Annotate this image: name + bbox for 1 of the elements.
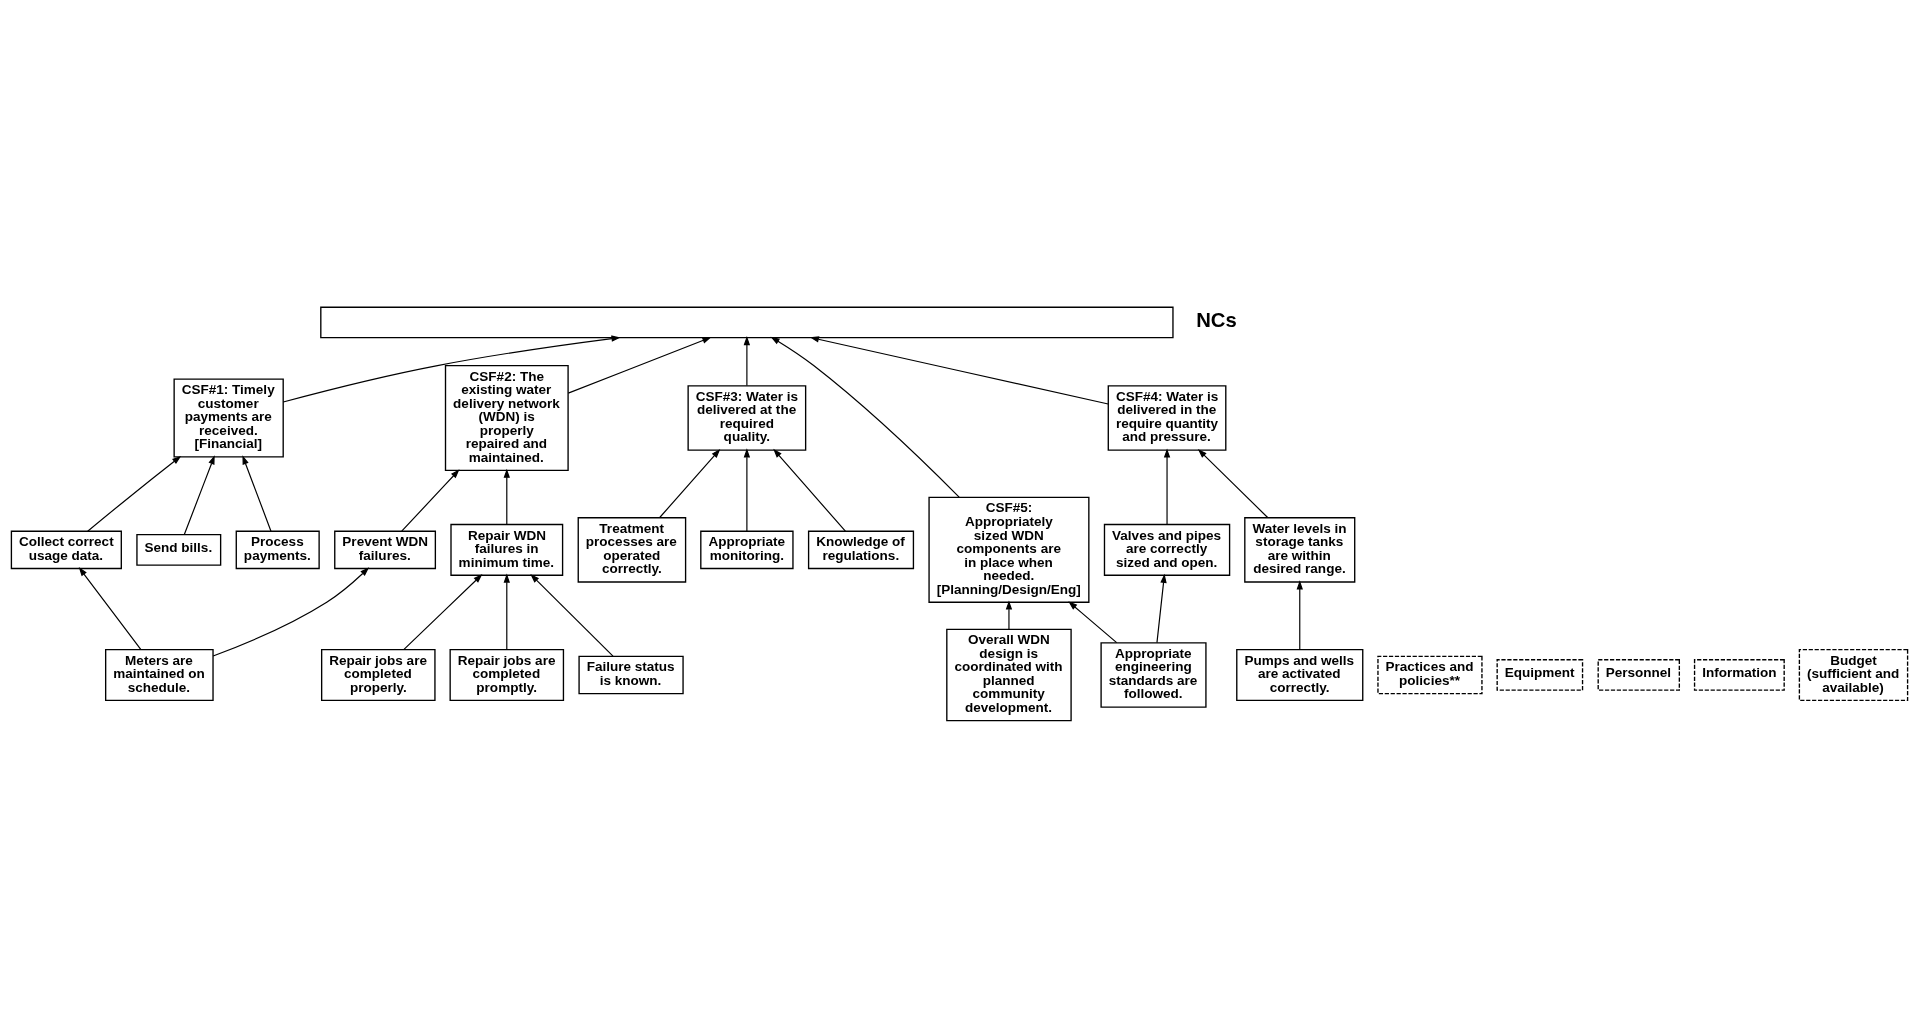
label: NCs (1196, 308, 1237, 331)
